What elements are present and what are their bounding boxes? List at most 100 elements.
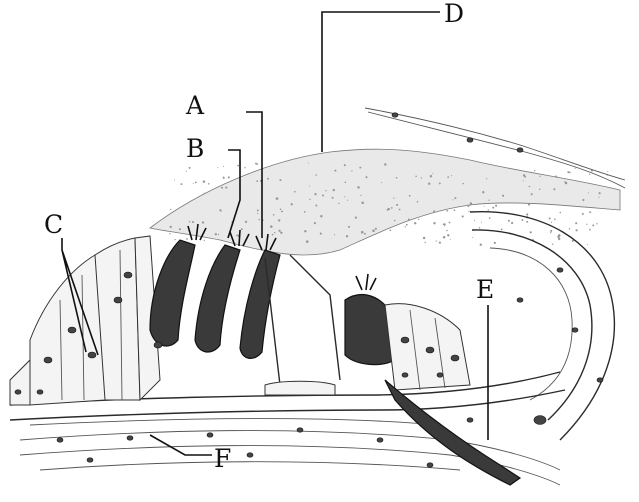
stipple-dot — [462, 183, 463, 184]
stipple-dot — [279, 179, 281, 181]
stipple-dot — [409, 195, 411, 197]
stipple-dot — [529, 186, 531, 188]
stipple-dot — [276, 197, 279, 200]
stipple-dot — [355, 216, 357, 218]
cell-nucleus — [114, 297, 122, 303]
cell-nucleus — [87, 458, 93, 463]
stipple-dot — [575, 229, 577, 231]
stipple-dot — [245, 221, 247, 223]
stipple-dot — [446, 230, 447, 231]
stipple-dot — [415, 175, 417, 177]
stipple-dot — [526, 213, 528, 215]
stipple-dot — [552, 243, 553, 244]
stipple-dot — [447, 234, 449, 236]
stipple-dot — [304, 211, 306, 213]
cell-nucleus — [37, 390, 43, 395]
stipple-dot — [189, 167, 191, 169]
stipple-dot — [501, 229, 503, 231]
stipple-dot — [588, 192, 589, 193]
stipple-dot — [443, 236, 446, 239]
stipple-dot — [511, 222, 513, 224]
stipple-dot — [396, 177, 398, 179]
stipple-dot — [418, 219, 419, 220]
stipple-dot — [582, 199, 584, 201]
stipple-dot — [193, 183, 194, 184]
cell-nucleus — [247, 453, 253, 458]
stipple-dot — [278, 230, 280, 232]
stipple-dot — [257, 209, 259, 211]
stipple-dot — [424, 242, 425, 243]
stipple-dot — [338, 203, 339, 204]
stipple-dot — [585, 206, 586, 207]
stipple-dot — [219, 209, 221, 211]
stipple-dot — [589, 211, 591, 213]
supporting-cells-left — [10, 236, 160, 405]
stipple-dot — [481, 222, 482, 223]
stipple-dot — [309, 199, 310, 200]
stipple-dot — [228, 176, 230, 178]
stipple-dot — [225, 187, 227, 189]
stipple-dot — [204, 240, 205, 241]
stipple-dot — [306, 240, 309, 243]
stipple-dot — [417, 201, 419, 203]
stipple-dot — [334, 170, 336, 172]
stipple-dot — [436, 240, 437, 241]
stipple-dot — [530, 231, 532, 233]
stipple-dot — [405, 226, 406, 227]
stipple-dot — [272, 234, 274, 236]
stipple-dot — [433, 222, 435, 224]
leader-line-d — [322, 12, 440, 152]
cell-nucleus — [44, 357, 52, 363]
hair-cells-outer — [150, 240, 280, 358]
stipple-dot — [549, 217, 551, 219]
stipple-dot — [294, 191, 296, 193]
stipple-dot — [244, 167, 245, 168]
stipple-dot — [433, 210, 435, 212]
stipple-dot — [256, 180, 258, 182]
tunnel-pillars — [265, 255, 340, 395]
stipple-dot — [381, 182, 382, 183]
stipple-dot — [273, 214, 275, 216]
cell-nucleus — [68, 327, 76, 333]
cell-nucleus — [207, 433, 213, 438]
stipple-dot — [531, 193, 533, 195]
stipple-dot — [361, 231, 364, 234]
stipple-dot — [550, 230, 552, 232]
stipple-dot — [575, 222, 577, 224]
stipple-dot — [555, 176, 557, 178]
stipple-dot — [450, 239, 451, 240]
stipple-dot — [387, 209, 389, 211]
stipple-dot — [452, 199, 453, 200]
cell-nucleus — [437, 373, 443, 378]
stipple-dot — [474, 220, 475, 221]
cell-nucleus — [534, 416, 546, 425]
stipple-dot — [572, 240, 574, 242]
stipple-dot — [372, 229, 375, 232]
stipple-dot — [280, 232, 282, 234]
stipple-dot — [257, 213, 258, 214]
stipple-dot — [428, 182, 430, 184]
stipple-dot — [218, 234, 219, 235]
cell-nucleus — [57, 438, 63, 443]
stipple-dot — [587, 244, 588, 245]
stipple-dot — [394, 220, 396, 222]
label-e: E — [476, 275, 494, 304]
stipple-dot — [423, 237, 425, 239]
stipple-dot — [223, 166, 224, 167]
stipple-dot — [569, 228, 570, 229]
cell-nucleus — [127, 436, 133, 441]
stipple-dot — [421, 177, 422, 178]
stipple-dot — [575, 168, 576, 169]
stipple-dot — [334, 234, 335, 235]
stipple-dot — [430, 175, 432, 177]
stipple-dot — [291, 203, 293, 205]
stipple-dot — [189, 221, 191, 223]
stipple-dot — [320, 215, 322, 217]
stipple-dot — [414, 222, 416, 224]
cell-nucleus — [154, 342, 162, 348]
stipple-dot — [223, 176, 225, 178]
cell-nucleus — [467, 138, 473, 143]
stipple-dot — [179, 228, 181, 230]
cell-nucleus — [402, 373, 408, 378]
stipple-dot — [314, 222, 316, 224]
